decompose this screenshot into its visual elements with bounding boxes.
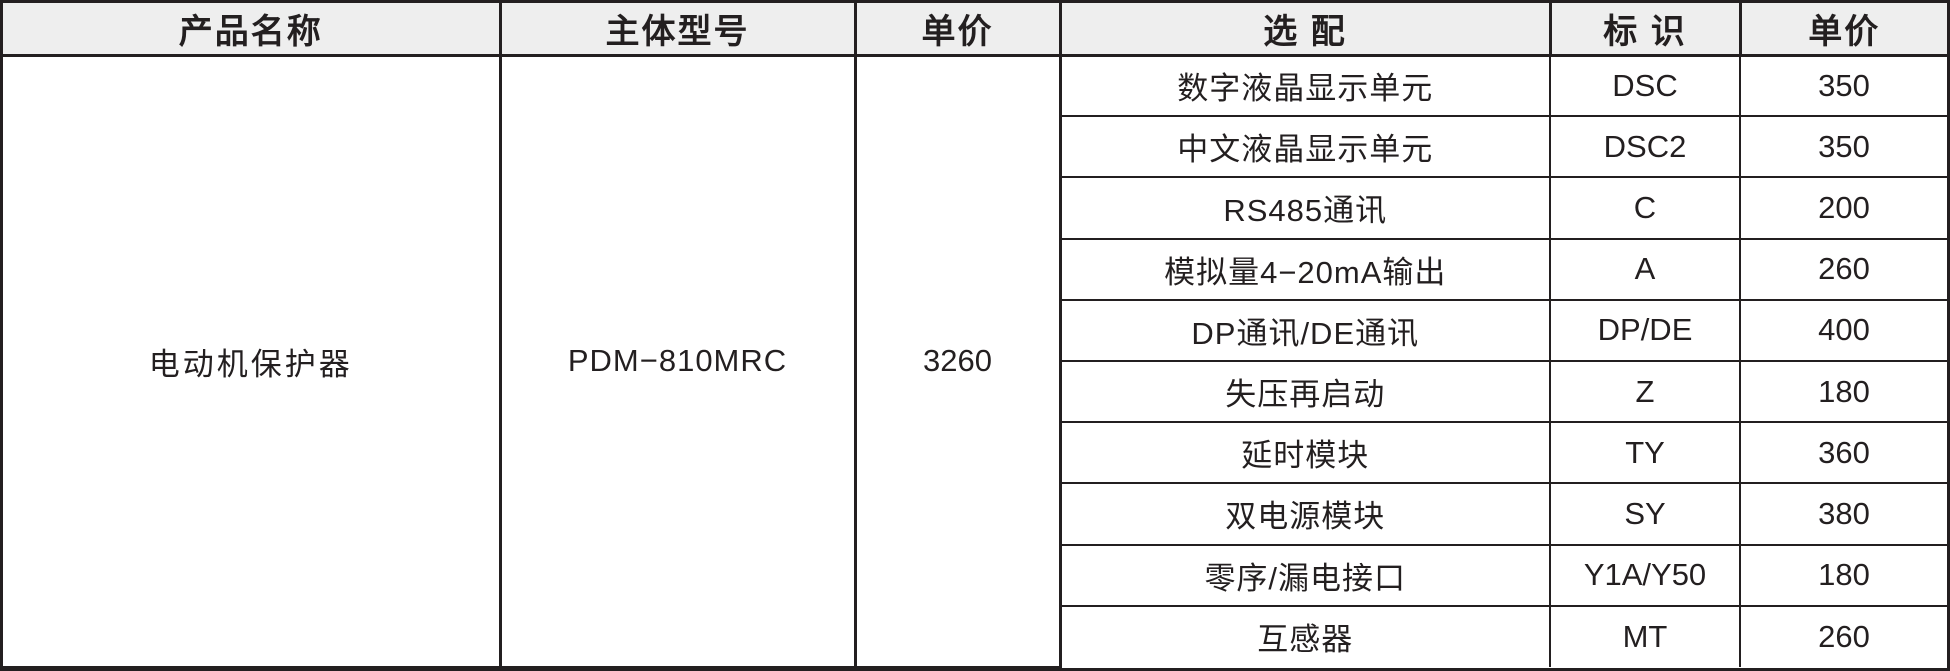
cell-option-price: 350 xyxy=(1740,116,1947,179)
column-header-option: 选 配 xyxy=(1060,3,1552,57)
cell-option-name: 模拟量4−20mA输出 xyxy=(1060,238,1551,301)
table-row: RS485通讯 C 200 xyxy=(3,177,1947,240)
cell-product-name: 电动机保护器 xyxy=(3,55,502,668)
cell-option-price: 260 xyxy=(1740,238,1947,301)
cell-option-code: DSC2 xyxy=(1550,116,1741,179)
cell-option-name: 互感器 xyxy=(1060,605,1551,667)
cell-product-unit-price: 3260 xyxy=(855,55,1062,668)
table-row: 失压再启动 Z 180 xyxy=(3,360,1947,424)
cell-option-code: TY xyxy=(1550,422,1741,485)
cell-option-code: C xyxy=(1550,177,1741,240)
cell-option-code: DP/DE xyxy=(1550,299,1741,362)
cell-option-name: 数字液晶显示单元 xyxy=(1060,55,1551,118)
cell-option-name: 双电源模块 xyxy=(1060,483,1551,546)
column-header-code: 标 识 xyxy=(1550,3,1742,57)
cell-option-code: SY xyxy=(1550,483,1741,546)
cell-option-code: MT xyxy=(1550,605,1741,667)
table-row: 中文液晶显示单元 DSC2 350 xyxy=(3,116,1947,179)
cell-option-name: RS485通讯 xyxy=(1060,177,1551,240)
cell-option-name: 失压再启动 xyxy=(1060,360,1551,424)
cell-option-price: 380 xyxy=(1740,483,1947,546)
cell-option-name: 零序/漏电接口 xyxy=(1060,544,1551,607)
cell-option-price: 260 xyxy=(1818,618,1870,654)
cell-option-name: 延时模块 xyxy=(1060,422,1551,485)
table-row: 零序/漏电接口 Y1A/Y50 180 xyxy=(3,544,1947,607)
column-header-option-price: 单价 xyxy=(1740,3,1947,57)
table-head: 产品名称 主体型号 单价 选 配 标 识 单价 xyxy=(3,3,1947,57)
column-header-unit-price: 单价 xyxy=(855,3,1062,57)
table-body: 电动机保护器 PDM−810MRC 3260 数字液晶显示单元 DSC 350 … xyxy=(3,55,1947,668)
cell-option-code: Y1A/Y50 xyxy=(1550,544,1741,607)
cell-option-name: DP通讯/DE通讯 xyxy=(1060,299,1551,362)
cell-option-price: 180 xyxy=(1740,544,1947,607)
cell-option-code: DSC xyxy=(1550,55,1741,118)
column-header-model: 主体型号 xyxy=(500,3,857,57)
column-header-product-name: 产品名称 xyxy=(3,3,502,57)
cell-option-price: 350 xyxy=(1740,55,1947,118)
header-row: 产品名称 主体型号 单价 选 配 标 识 单价 xyxy=(3,3,1947,57)
cell-option-code: Z xyxy=(1550,360,1741,424)
table-row: 延时模块 TY 360 xyxy=(3,422,1947,485)
table-row: 双电源模块 SY 380 xyxy=(3,483,1947,546)
product-price-table: 产品名称 主体型号 单价 选 配 标 识 单价 电动机保护器 PDM−810MR… xyxy=(3,3,1947,668)
cell-option-price: 400 xyxy=(1740,299,1947,362)
table-row: 模拟量4−20mA输出 A 260 xyxy=(3,238,1947,301)
cell-option-price: 360 xyxy=(1740,422,1947,485)
table-row: 互感器 MT 260 xyxy=(3,605,1947,667)
cell-option-code: A xyxy=(1550,238,1741,301)
cell-option-price: 180 xyxy=(1740,360,1947,424)
cell-option-name: 中文液晶显示单元 xyxy=(1060,116,1551,179)
table-row: 电动机保护器 PDM−810MRC 3260 数字液晶显示单元 DSC 350 xyxy=(3,55,1947,668)
cell-option-price: 200 xyxy=(1740,177,1947,240)
cell-product-model: PDM−810MRC xyxy=(500,55,857,668)
table-row: DP通讯/DE通讯 DP/DE 400 xyxy=(3,299,1947,362)
